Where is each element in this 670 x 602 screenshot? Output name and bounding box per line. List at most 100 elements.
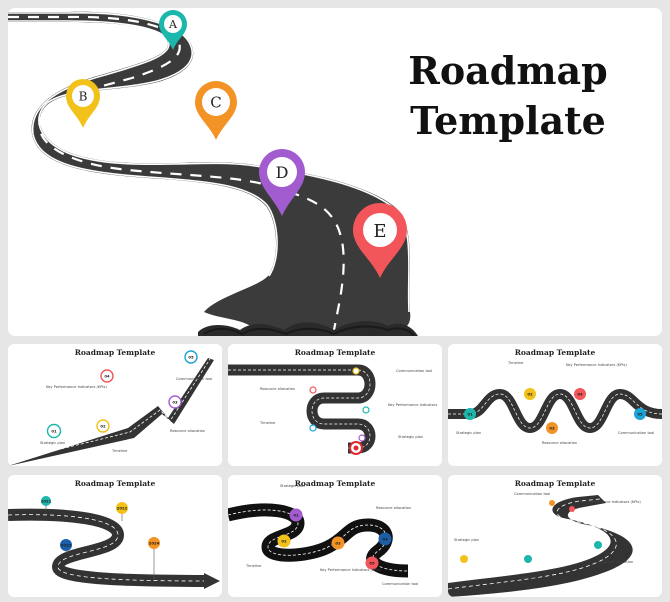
thumbnail-6-pin-1-icon <box>460 555 468 563</box>
thumbnail-5-pin-05-icon: 05 <box>365 556 379 570</box>
thumbnail-slide-6[interactable]: Roadmap Template Communication tool Key … <box>448 475 662 597</box>
svg-text:Communication tool: Communication tool <box>396 369 432 373</box>
thumbnail-6-title: Roadmap Template <box>514 479 596 488</box>
thumbnail-3-pin-04-icon: 04 <box>574 388 586 400</box>
thumbnail-3-title: Roadmap Template <box>514 348 596 357</box>
thumbnail-1-pin-02-icon: 02 <box>96 419 110 433</box>
thumbnail-3-road-graphic: 01 02 03 04 05 Timeline Key Performance … <box>448 361 662 445</box>
thumbnail-1-pin-03-icon: 03 <box>168 395 182 409</box>
marker-c-pin-icon: C <box>195 80 237 140</box>
thumbnail-6-pin-2-icon <box>524 555 532 563</box>
svg-text:Key Performance Indicators (KP: Key Performance Indicators (KPIs) <box>320 568 381 572</box>
marker-c-label: C <box>210 94 221 112</box>
thumbnail-5-title: Roadmap Template <box>294 479 376 488</box>
svg-text:05: 05 <box>369 561 375 566</box>
thumbnail-2-title: Roadmap Template <box>294 348 376 357</box>
svg-text:04: 04 <box>382 537 388 542</box>
thumbnail-4-road-graphic: 2021 2022 2023 2024 <box>8 496 220 589</box>
marker-d-pin-icon: D <box>259 149 305 216</box>
hero-title-line-2: Template <box>410 98 606 143</box>
svg-text:Resource allocation: Resource allocation <box>598 560 633 564</box>
thumbnail-slide-5[interactable]: Roadmap Template 01 02 03 04 05 Strategi… <box>228 475 442 597</box>
svg-text:Key Performance Indicators (KP: Key Performance Indicators (KPIs) <box>566 363 627 367</box>
svg-text:05: 05 <box>637 412 643 417</box>
svg-text:Communication tool: Communication tool <box>514 492 550 496</box>
svg-text:Key Performance Indicators (KP: Key Performance Indicators (KPIs) <box>580 500 641 504</box>
svg-text:Timeline: Timeline <box>245 564 262 568</box>
hero-title-line-1: Roadmap <box>408 48 608 93</box>
svg-text:01: 01 <box>293 513 299 518</box>
thumbnail-3-pin-02-icon: 02 <box>524 388 536 400</box>
thumbnail-2-pin-1-icon <box>352 367 360 375</box>
svg-text:05: 05 <box>188 355 194 360</box>
thumbnail-2-pin-4-icon <box>309 424 317 432</box>
thumbnail-4-title: Roadmap Template <box>74 479 156 488</box>
thumbnail-slide-3[interactable]: Roadmap Template 01 02 03 04 05 Timeline… <box>448 344 662 466</box>
svg-text:2022: 2022 <box>117 505 128 510</box>
thumbnail-2-road-graphic: Communication tool Resource allocation K… <box>228 364 437 455</box>
marker-b-pin-icon: B <box>66 78 100 128</box>
svg-text:Resource allocation: Resource allocation <box>542 441 577 445</box>
thumbnail-5-pin-02-icon: 02 <box>277 534 291 548</box>
thumbnail-4-pin-2021-icon: 2021 <box>41 496 52 506</box>
svg-text:02: 02 <box>100 424 106 429</box>
thumbnail-5-pin-04-icon: 04 <box>378 532 392 546</box>
svg-text:03: 03 <box>172 400 178 405</box>
svg-text:Resource allocation: Resource allocation <box>170 429 205 433</box>
svg-text:Key Performance Indicators: Key Performance Indicators <box>388 403 437 407</box>
svg-text:Strategic plan: Strategic plan <box>280 484 305 488</box>
svg-text:Timeline: Timeline <box>507 361 524 365</box>
thumbnail-2-pin-5-icon <box>358 434 366 442</box>
thumbnail-6-road-graphic: Communication tool Key Performance Indic… <box>448 492 641 597</box>
thumbnail-4-pin-2022-icon: 2022 <box>116 502 128 514</box>
svg-text:Timeline: Timeline <box>111 449 128 453</box>
svg-text:Strategic plan: Strategic plan <box>398 435 423 439</box>
thumbnail-5-pin-03-icon: 03 <box>331 536 345 550</box>
winding-road-illustration <box>8 11 418 336</box>
thumbnail-2-pin-2-icon <box>309 386 317 394</box>
thumbnail-1-road-graphic: 01 02 03 04 05 Strategic plan Timeline R… <box>8 350 214 466</box>
marker-e-label: E <box>373 221 386 242</box>
svg-text:01: 01 <box>51 429 57 434</box>
svg-text:Communication tool: Communication tool <box>618 431 654 435</box>
svg-text:Resource allocation: Resource allocation <box>376 506 411 510</box>
thumbnail-6-pin-4-icon <box>569 506 575 512</box>
svg-text:02: 02 <box>527 392 533 397</box>
svg-text:2023: 2023 <box>61 542 72 547</box>
thumbnail-1-title: Roadmap Template <box>74 348 156 357</box>
svg-text:Strategic plan: Strategic plan <box>454 538 479 542</box>
thumbnail-4-pin-2023-icon: 2023 <box>60 539 72 551</box>
thumbnail-5-road-graphic: 01 02 03 04 05 Strategic plan Resource a… <box>228 484 418 586</box>
svg-text:Key Performance Indicators (KP: Key Performance Indicators (KPIs) <box>46 385 107 389</box>
svg-text:Resource allocation: Resource allocation <box>260 387 295 391</box>
svg-text:2024: 2024 <box>149 540 160 545</box>
thumbnail-3-pin-05-icon: 05 <box>634 408 646 420</box>
svg-text:Communication tool: Communication tool <box>382 582 418 586</box>
thumbnail-slide-2[interactable]: Roadmap Template Communication tool Reso… <box>228 344 442 466</box>
thumbnail-slide-4[interactable]: Roadmap Template 2021 2022 2023 2024 <box>8 475 222 597</box>
svg-text:2021: 2021 <box>41 498 52 503</box>
thumbnail-6-pin-5-icon <box>549 500 555 506</box>
thumbnail-4-pin-2024-icon: 2024 <box>148 537 160 549</box>
thumbnail-2-pin-3-icon <box>362 406 370 414</box>
svg-text:03: 03 <box>549 426 555 431</box>
thumbnail-3-pin-03-icon: 03 <box>546 422 558 434</box>
svg-text:Communication tool: Communication tool <box>176 377 212 381</box>
svg-text:01: 01 <box>467 412 473 417</box>
svg-text:Timeline: Timeline <box>259 421 276 425</box>
marker-d-label: D <box>276 163 289 182</box>
thumbnail-5-pin-01-icon: 01 <box>289 508 303 522</box>
svg-text:04: 04 <box>104 374 110 379</box>
hero-slide-preview[interactable]: A B C D E Roadmap Template <box>8 8 662 336</box>
svg-text:Timeline: Timeline <box>521 576 538 580</box>
marker-a-label: A <box>168 18 178 31</box>
svg-text:Strategic plan: Strategic plan <box>456 431 481 435</box>
thumbnail-1-pin-05-icon: 05 <box>184 350 198 364</box>
svg-text:02: 02 <box>281 539 287 544</box>
thumbnail-3-pin-01-icon: 01 <box>464 408 476 420</box>
svg-text:04: 04 <box>577 392 583 397</box>
marker-e-pin-icon: E <box>353 203 407 278</box>
svg-text:Strategic plan: Strategic plan <box>40 441 65 445</box>
thumbnail-slide-1[interactable]: Roadmap Template 01 02 03 04 05 Strategi… <box>8 344 222 466</box>
hero-title: Roadmap Template <box>380 46 636 146</box>
